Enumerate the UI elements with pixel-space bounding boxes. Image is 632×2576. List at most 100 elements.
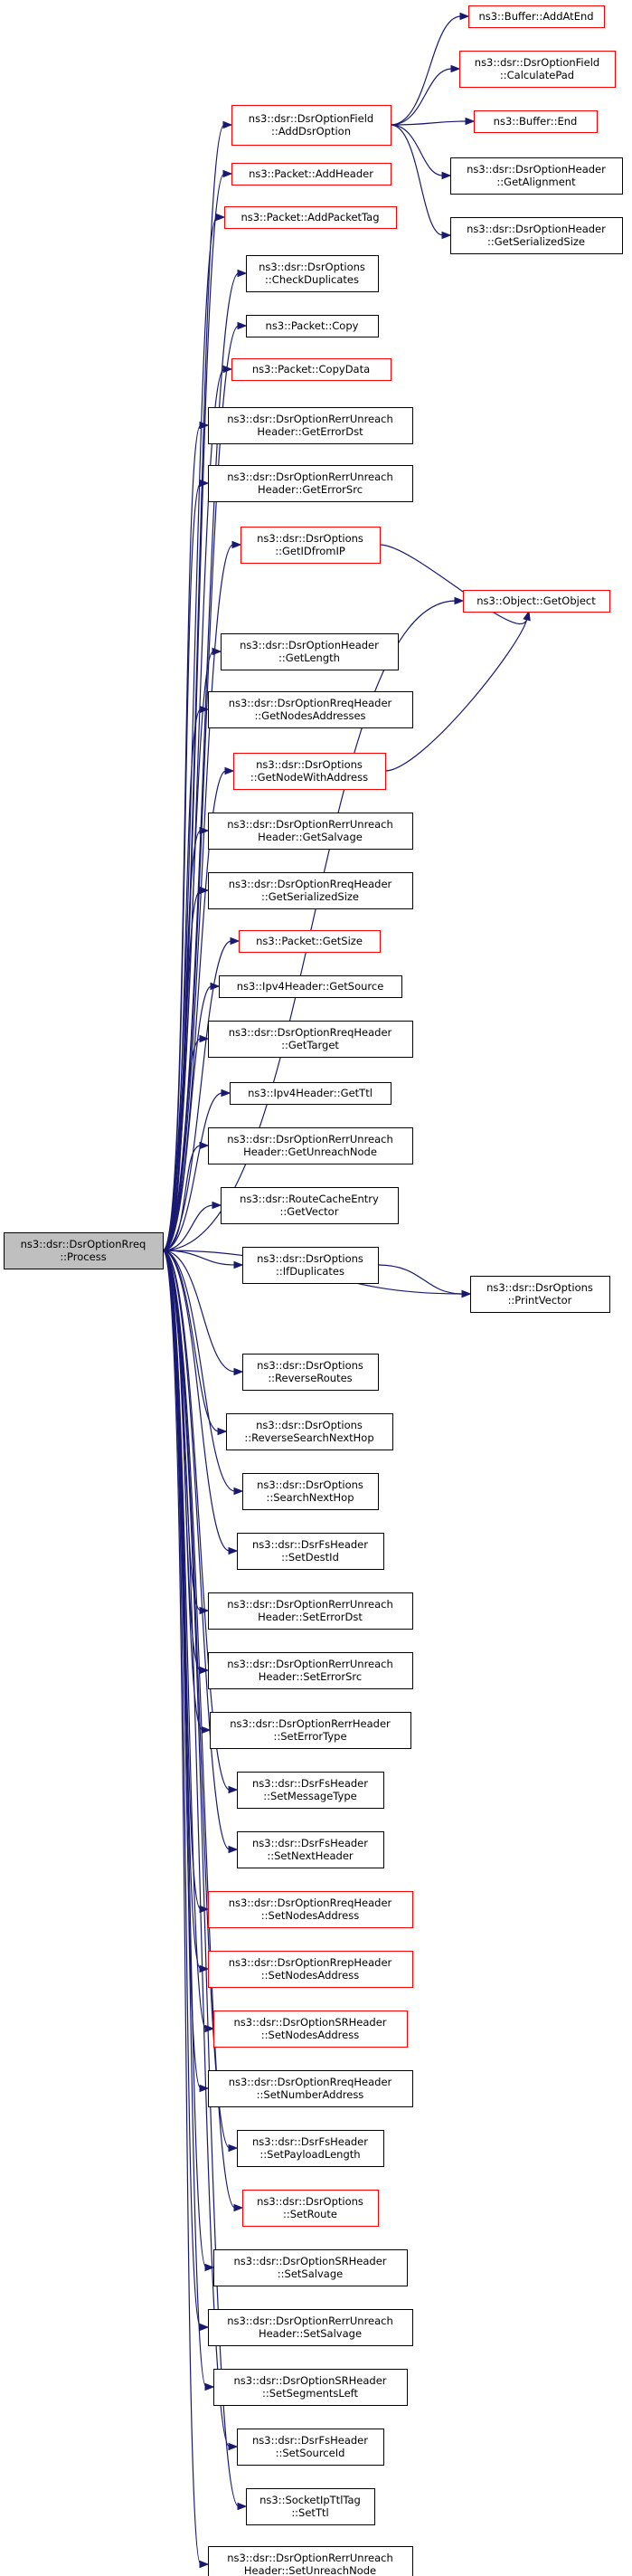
node-box [237,1533,384,1570]
node-ns3-dsr-dsroptionrreqheader-getnodesaddresses[interactable]: ns3::dsr::DsrOptionRreqHeader::GetNodesA… [208,691,413,728]
node-ns3-dsr-dsroptions-searchnexthop[interactable]: ns3::dsr::DsrOptions::SearchNextHop [242,1473,379,1510]
node-ns3-dsr-dsroptionheader-getserializedsize[interactable]: ns3::dsr::DsrOptionHeader::GetSerialized… [450,217,623,254]
node-ns3-dsr-dsroptionrerrunreachheader-setunreachnode[interactable]: ns3::dsr::DsrOptionRerrUnreachHeader::Se… [208,2546,413,2576]
node-label: Header::SetSalvage [259,2327,362,2340]
node-ns3-dsr-dsrfsheader-setpayloadlength[interactable]: ns3::dsr::DsrFsHeader::SetPayloadLength [237,2130,384,2167]
node-ns3-dsr-dsroptionheader-getalignment[interactable]: ns3::dsr::DsrOptionHeader::GetAlignment [450,157,623,195]
node-ns3-dsr-dsroptionrerrunreachheader-seterrordst[interactable]: ns3::dsr::DsrOptionRerrUnreachHeader::Se… [208,1592,413,1630]
node-ns3-dsr-dsroptions-reversesearchnexthop[interactable]: ns3::dsr::DsrOptions::ReverseSearchNextH… [226,1413,393,1450]
node-ns3-dsr-dsroptions-getidfromip[interactable]: ns3::dsr::DsrOptions::GetIDfromIP [241,527,381,564]
node-ns3-object-getobject[interactable]: ns3::Object::GetObject [463,590,610,613]
node-label: ns3::dsr::DsrOptionRerrUnreach [227,1658,393,1670]
node-box [231,358,391,381]
node-label: ::SetSourceId [276,2447,345,2459]
edge-r-to-n20 [162,1201,222,1251]
arrowhead [461,1289,472,1298]
edge-r-to-n24 [162,1250,244,1496]
node-ns3-dsr-dsroptionrreqheader-gettarget[interactable]: ns3::dsr::DsrOptionRreqHeader::GetTarget [208,1021,413,1058]
edge-r-to-n42 [162,1250,210,2569]
node-ns3-dsr-dsrfsheader-setmessagetype[interactable]: ns3::dsr::DsrFsHeader::SetMessageType [237,1772,384,1809]
edge-r-to-n37 [162,1250,215,2272]
node-ns3-dsr-dsroptionheader-getlength[interactable]: ns3::dsr::DsrOptionHeader::GetLength [221,633,399,670]
arrowhead [523,610,531,622]
arrowhead [199,2084,210,2093]
edge-line [162,1250,220,1432]
node-box [246,255,379,292]
node-label: ::ReverseRoutes [268,1372,352,1384]
node-box [226,1413,393,1450]
node-label: ns3::dsr::DsrOptionSRHeader [233,2016,386,2029]
node-label: ns3::Packet::AddPacketTag [241,211,379,223]
node-ns3-dsr-dsroptionrreqheader-setnumberaddress[interactable]: ns3::dsr::DsrOptionRreqHeader::SetNumber… [208,2070,413,2107]
edge-line [390,68,453,126]
node-ns3-dsr-dsroptionrerrunreachheader-seterrorsrc[interactable]: ns3::dsr::DsrOptionRerrUnreachHeader::Se… [208,1652,413,1689]
node-ns3-dsr-dsroptionrerrunreachheader-geterrorsrc[interactable]: ns3::dsr::DsrOptionRerrUnreachHeader::Ge… [208,465,413,502]
node-ns3-dsr-routecacheentry-getvector[interactable]: ns3::dsr::RouteCacheEntry::GetVector [221,1187,399,1224]
node-ns3-ipv4header-getsource[interactable]: ns3::Ipv4Header::GetSource [219,975,402,998]
node-ns3-dsr-dsroptionrreqheader-setnodesaddress[interactable]: ns3::dsr::DsrOptionRreqHeader::SetNodesA… [208,1891,413,1928]
node-ns3-packet-addheader[interactable]: ns3::Packet::AddHeader [231,163,391,185]
node-label: ::SetRoute [283,2208,337,2220]
node-ns3-packet-addpackettag[interactable]: ns3::Packet::AddPacketTag [224,206,397,229]
node-label: ::GetAlignment [496,176,576,188]
node-box [474,110,598,133]
node-label: ::CalculatePad [500,69,574,81]
node-label: Header::GetErrorSrc [258,483,363,496]
node-ns3-socketipttltag-setttl[interactable]: ns3::SocketIpTtlTag::SetTtl [246,2488,375,2525]
node-ns3-dsr-dsroptions-checkduplicates[interactable]: ns3::dsr::DsrOptions::CheckDuplicates [246,255,379,292]
node-ns3-dsr-dsroptionrrepheader-setnodesaddress[interactable]: ns3::dsr::DsrOptionRrepHeader::SetNodesA… [208,1951,413,1988]
node-label: ns3::dsr::DsrOptionRreqHeader [229,2076,392,2088]
node-ns3-dsr-dsroptionrerrunreachheader-getunreachnode[interactable]: ns3::dsr::DsrOptionRerrUnreachHeader::Ge… [208,1127,413,1164]
node-ns3-dsr-dsroptionsrheader-setsalvage[interactable]: ns3::dsr::DsrOptionSRHeader::SetSalvage [213,2249,408,2286]
node-box [239,930,381,953]
arrowhead [230,936,241,946]
node-label: ns3::Packet::Copy [266,319,359,332]
edge-r-to-n30 [162,1250,239,1854]
node-ns3-packet-copydata[interactable]: ns3::Packet::CopyData [231,358,391,381]
node-box [231,105,391,146]
node-label: ns3::dsr::DsrFsHeader [252,1837,368,1849]
node-box [208,2546,413,2576]
node-ns3-buffer-end[interactable]: ns3::Buffer::End [474,110,598,133]
node-ns3-dsr-dsroptions-printvector[interactable]: ns3::dsr::DsrOptions::PrintVector [470,1276,610,1313]
node-ns3-dsr-dsroptionrerrunreachheader-getsalvage[interactable]: ns3::dsr::DsrOptionRerrUnreachHeader::Ge… [208,813,413,850]
node-ns3-dsr-dsroptionrerrunreachheader-setsalvage[interactable]: ns3::dsr::DsrOptionRerrUnreachHeader::Se… [208,2309,413,2346]
node-box [468,5,605,28]
arrowhead [201,1725,212,1735]
edge-line [162,1038,202,1251]
node-ns3-packet-getsize[interactable]: ns3::Packet::GetSize [239,930,381,953]
node-ns3-dsr-dsroptionfield-calculatepad[interactable]: ns3::dsr::DsrOptionField::CalculatePad [459,51,616,88]
edge-line [390,120,467,126]
edge-line [162,1204,214,1251]
node-ns3-dsr-dsrfsheader-setsourceid[interactable]: ns3::dsr::DsrFsHeader::SetSourceId [237,2429,384,2466]
node-ns3-dsr-dsroptionsrheader-setsegmentsleft[interactable]: ns3::dsr::DsrOptionSRHeader::SetSegments… [213,2369,408,2406]
node-ns3-dsr-dsroptionrerrheader-seterrortype[interactable]: ns3::dsr::DsrOptionRerrHeader::SetErrorT… [210,1712,411,1749]
node-box [237,2130,384,2167]
node-ns3-buffer-addatend[interactable]: ns3::Buffer::AddAtEnd [468,5,605,28]
node-ns3-dsr-dsroptions-ifduplicates[interactable]: ns3::dsr::DsrOptions::IfDuplicates [242,1247,379,1284]
node-ns3-ipv4header-getttl[interactable]: ns3::Ipv4Header::GetTtl [230,1082,391,1105]
node-ns3-dsr-dsroptions-reverseroutes[interactable]: ns3::dsr::DsrOptions::ReverseRoutes [242,1354,379,1391]
node-ns3-dsr-dsroptions-setroute[interactable]: ns3::dsr::DsrOptions::SetRoute [242,2190,379,2227]
node-ns3-dsr-dsroptionrreqheader-getserializedsize[interactable]: ns3::dsr::DsrOptionRreqHeader::GetSerial… [208,872,413,909]
node-box [208,872,413,909]
node-label: ::Process [60,1250,106,1263]
node-ns3-dsr-dsrfsheader-setdestid[interactable]: ns3::dsr::DsrFsHeader::SetDestId [237,1533,384,1570]
root-node: ns3::dsr::DsrOptionRreq::Process [4,1232,164,1269]
edge-r-to-n3 [162,213,226,1251]
node-box [242,1473,379,1510]
node-ns3-dsr-dsrfsheader-setnextheader[interactable]: ns3::dsr::DsrFsHeader::SetNextHeader [237,1831,384,1868]
call-nodes: ns3::dsr::DsrOptionRreq::Processns3::dsr… [4,5,623,2576]
node-ns3-packet-copy[interactable]: ns3::Packet::Copy [246,315,379,337]
node-ns3-dsr-dsroptionsrheader-setnodesaddress[interactable]: ns3::dsr::DsrOptionSRHeader::SetNodesAdd… [213,2010,408,2048]
node-ns3-dsr-dsroptions-getnodewithaddress[interactable]: ns3::dsr::DsrOptions::GetNodeWithAddress [233,753,386,790]
edge-r-to-n23 [162,1250,228,1436]
node-ns3-dsr-dsroptionrerrunreachheader-geterrordst[interactable]: ns3::dsr::DsrOptionRerrUnreachHeader::Ge… [208,407,413,444]
node-box [208,691,413,728]
node-ns3-dsr-dsroptionfield-adddsroption[interactable]: ns3::dsr::DsrOptionField::AddDsrOption [231,105,391,146]
node-label: ::GetLength [278,651,340,664]
node-label: ::GetTarget [281,1039,339,1051]
edge-line [162,1250,236,2209]
edge-n1-to-c2 [390,64,461,126]
node-label: ns3::dsr::DsrOptionSRHeader [233,2255,386,2267]
